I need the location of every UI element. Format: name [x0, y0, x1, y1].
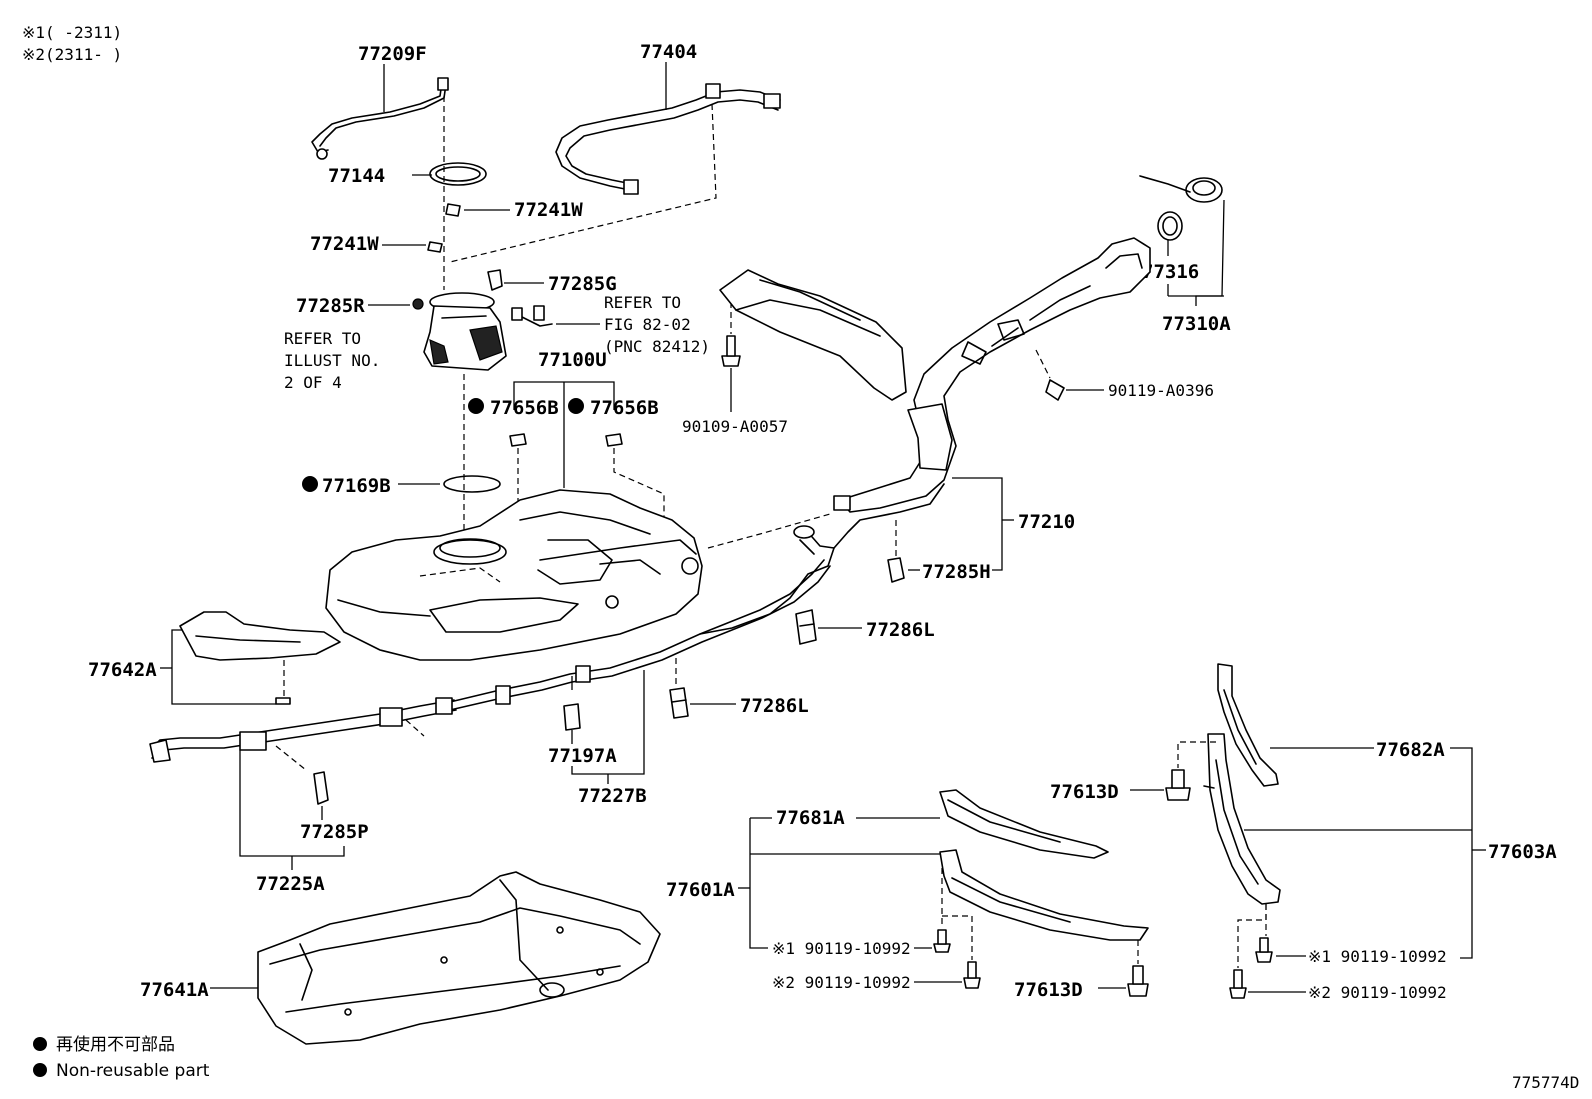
label-77641A: 77641A [140, 979, 209, 1001]
fuel-sender-connector[interactable] [511, 305, 553, 327]
refer-illust-line-2: ILLUST NO. [284, 351, 380, 370]
label-77613D-a: 77613D [1050, 781, 1119, 803]
fuel-pump-assembly[interactable] [423, 292, 507, 371]
clamp-77285R[interactable] [412, 298, 424, 310]
label-77285P: 77285P [300, 821, 369, 843]
label-77656B-b: 77656B [590, 397, 659, 419]
label-bolt-r2: ※2 90119-10992 [1308, 983, 1447, 1002]
strap-77601A[interactable] [939, 849, 1149, 941]
strap-77603A[interactable] [1207, 733, 1281, 905]
bolt-90109-A0057[interactable] [721, 335, 741, 367]
bolt-strap-r2[interactable] [1229, 969, 1247, 999]
bolt-strap-l2[interactable] [963, 961, 981, 989]
label-77144: 77144 [328, 165, 385, 187]
label-77603A: 77603A [1488, 841, 1557, 863]
breather-tube[interactable] [699, 483, 945, 635]
label-77682A: 77682A [1376, 739, 1445, 761]
strap-77681A[interactable] [939, 789, 1109, 859]
label-77404: 77404 [640, 41, 697, 63]
label-77286L-b: 77286L [740, 695, 809, 717]
label-77169B: 77169B [322, 475, 391, 497]
bolt-strap-r1[interactable] [1255, 937, 1273, 963]
label-77286L-a: 77286L [866, 619, 935, 641]
label-77210: 77210 [1018, 511, 1075, 533]
label-77241W-b: 77241W [310, 233, 379, 255]
pad-77656B-a[interactable] [509, 433, 527, 447]
label-77225A: 77225A [256, 873, 325, 895]
clamp-77197A[interactable] [563, 703, 581, 731]
bolt-77613D-b[interactable] [1127, 965, 1149, 997]
label-77241W-a: 77241W [514, 199, 583, 221]
label-77656B-a: 77656B [490, 397, 559, 419]
fuel-tube-77225A[interactable] [149, 697, 457, 763]
pad-77656B-b[interactable] [605, 433, 623, 447]
label-77285R: 77285R [296, 295, 365, 317]
clamp-77285G[interactable] [487, 269, 503, 291]
legend-jp: 再使用不可部品 [56, 1034, 175, 1055]
label-90119-A0396: 90119-A0396 [1108, 381, 1214, 400]
lock-ring-77144[interactable] [429, 162, 487, 186]
label-77285G: 77285G [548, 273, 617, 295]
label-77642A: 77642A [88, 659, 157, 681]
gasket-77169B[interactable] [443, 475, 501, 493]
figure-id: 775774D [1512, 1073, 1579, 1092]
refer-fig-line-2: FIG 82-02 [604, 315, 691, 334]
label-77601A: 77601A [666, 879, 735, 901]
refer-illust-line-3: 2 OF 4 [284, 373, 342, 392]
legend-en: Non-reusable part [56, 1061, 210, 1081]
cap-gasket-77316[interactable] [1157, 211, 1183, 241]
fuel-cap[interactable] [1139, 175, 1223, 203]
label-77209F: 77209F [358, 43, 427, 65]
label-77681A: 77681A [776, 807, 845, 829]
hose-77404[interactable] [555, 83, 781, 195]
label-77100U: 77100U [538, 349, 607, 371]
note-1: ※1( -2311) [22, 23, 122, 42]
clip-77241W-a[interactable] [445, 203, 461, 217]
refer-fig-line-1: REFER TO [604, 293, 681, 312]
label-bolt-r1: ※1 90119-10992 [1308, 947, 1447, 966]
note-2: ※2(2311- ) [22, 45, 122, 64]
bolt-90119-A0396[interactable] [1045, 379, 1065, 401]
label-77197A: 77197A [548, 745, 617, 767]
fuel-tank-77100U[interactable] [325, 489, 703, 661]
refer-illust-line-1: REFER TO [284, 329, 361, 348]
bracket-77285P[interactable] [313, 771, 329, 805]
label-77310A: 77310A [1162, 313, 1231, 335]
bolt-77613D-a[interactable] [1165, 769, 1215, 801]
label-bolt-l1: ※1 90119-10992 [772, 939, 911, 958]
clamp-77285H[interactable] [887, 557, 905, 583]
label-77316: 77316 [1142, 261, 1199, 283]
label-77285H: 77285H [922, 561, 991, 583]
sensor-wire-77209F[interactable] [311, 77, 449, 160]
clip-77241W-b[interactable] [427, 241, 443, 253]
filler-protector[interactable] [719, 269, 907, 401]
label-77613D-b: 77613D [1014, 979, 1083, 1001]
label-77227B: 77227B [578, 785, 647, 807]
strap-77682A[interactable] [1217, 663, 1279, 787]
filler-pipe-77210[interactable] [833, 237, 1151, 513]
clamp-77286L-b[interactable] [669, 687, 689, 719]
clamp-77286L-a[interactable] [795, 609, 817, 645]
refer-fig-line-3: (PNC 82412) [604, 337, 710, 356]
label-90109-A0057: 90109-A0057 [682, 417, 788, 436]
fuel-tube-77227B[interactable] [449, 559, 831, 711]
bolt-strap-l1[interactable] [933, 929, 951, 953]
under-cover-77641A[interactable] [257, 871, 661, 1045]
label-bolt-l2: ※2 90119-10992 [772, 973, 911, 992]
heat-insulator-77642A[interactable] [179, 611, 341, 705]
